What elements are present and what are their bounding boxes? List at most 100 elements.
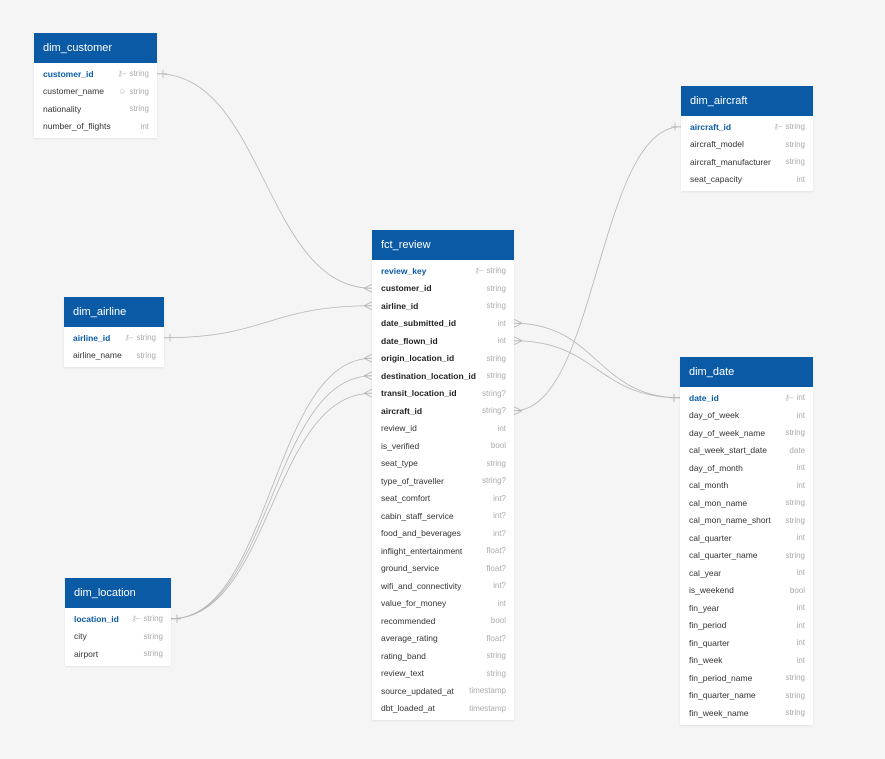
field-type-text: date xyxy=(789,445,805,455)
table-header[interactable]: dim_customer xyxy=(34,33,157,63)
field-type: ☺string xyxy=(118,87,149,96)
key-icon: ⚷– xyxy=(773,122,782,132)
field-name: value_for_money xyxy=(381,598,447,609)
field-row-review-key[interactable]: review_key⚷–string xyxy=(372,262,514,280)
field-name: customer_id xyxy=(381,283,432,294)
field-name: origin_location_id xyxy=(381,353,455,364)
field-type-text: int xyxy=(796,655,805,665)
field-row-aircraft-id[interactable]: aircraft_id⚷–string xyxy=(681,118,813,136)
field-name: cal_quarter xyxy=(689,532,732,543)
field-name: review_key xyxy=(381,265,427,276)
field-row-customer-name[interactable]: customer_name☺string xyxy=(34,83,157,101)
field-name: airline_id xyxy=(381,300,419,311)
field-name: date_flown_id xyxy=(381,335,438,346)
table-header[interactable]: dim_date xyxy=(680,357,813,387)
field-type: int xyxy=(797,638,805,647)
table-header[interactable]: fct_review xyxy=(372,230,514,260)
table-header[interactable]: dim_airline xyxy=(64,297,164,327)
field-row-airline-id[interactable]: airline_id⚷–string xyxy=(64,329,164,347)
relationship-line xyxy=(170,375,373,620)
field-type: string xyxy=(143,632,163,641)
many-marker-icon xyxy=(513,318,523,328)
field-type-text: int? xyxy=(493,511,506,521)
field-row-date-id[interactable]: date_id⚷–int xyxy=(680,389,813,407)
field-type-text: string xyxy=(785,673,805,683)
field-type: date xyxy=(789,446,805,455)
field-name: aircraft_id xyxy=(690,121,732,132)
field-name: cal_quarter_name xyxy=(689,550,758,561)
one-marker-icon xyxy=(157,69,167,78)
table-header[interactable]: dim_aircraft xyxy=(681,86,813,116)
field-type: int xyxy=(498,599,506,608)
field-row-location-id[interactable]: location_id⚷–string xyxy=(65,610,171,628)
table-header[interactable]: dim_location xyxy=(65,578,171,608)
field-name: food_and_beverages xyxy=(381,528,461,539)
field-type-text: string xyxy=(143,649,163,659)
field-row-value-for-money[interactable]: value_for_money int xyxy=(372,595,514,613)
field-type: string xyxy=(486,669,506,678)
field-row-fin-week[interactable]: fin_week int xyxy=(680,652,813,670)
one-marker-icon xyxy=(171,614,181,623)
field-type: int? xyxy=(493,494,506,503)
field-name: fin_week xyxy=(689,655,723,666)
field-type: string xyxy=(785,140,805,149)
field-name: cal_mon_name xyxy=(689,497,748,508)
field-row-customer-id[interactable]: customer_id⚷–string xyxy=(34,65,157,83)
